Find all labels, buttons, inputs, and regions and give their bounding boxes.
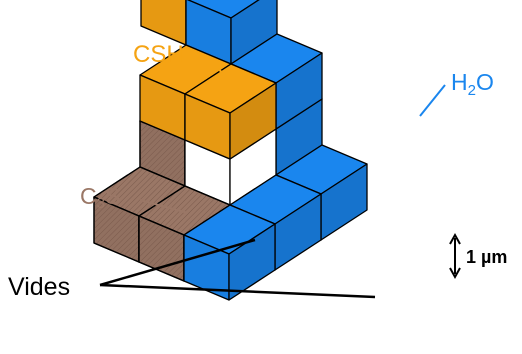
voids-label: Vides bbox=[8, 273, 70, 301]
voids-leader-line-1 bbox=[99, 238, 256, 287]
c3s-leader-line bbox=[139, 199, 189, 214]
water-cube bbox=[185, 0, 278, 65]
csh-cube bbox=[184, 63, 277, 160]
csh-cube-left-face bbox=[140, 0, 187, 46]
voids-leader-line-2 bbox=[99, 283, 376, 299]
water-cube-right-face bbox=[228, 223, 276, 301]
csh-label: CSH bbox=[133, 41, 184, 68]
scale-label: 1 µm bbox=[466, 247, 507, 267]
csh-leader-line bbox=[209, 59, 249, 101]
c3s-label: C3S bbox=[80, 183, 120, 212]
scale-bar bbox=[449, 232, 461, 280]
csh-cube-right-face bbox=[229, 82, 277, 160]
water-leader-line bbox=[419, 84, 446, 117]
water-label: H2O bbox=[451, 69, 494, 99]
leader-lines bbox=[99, 59, 446, 299]
